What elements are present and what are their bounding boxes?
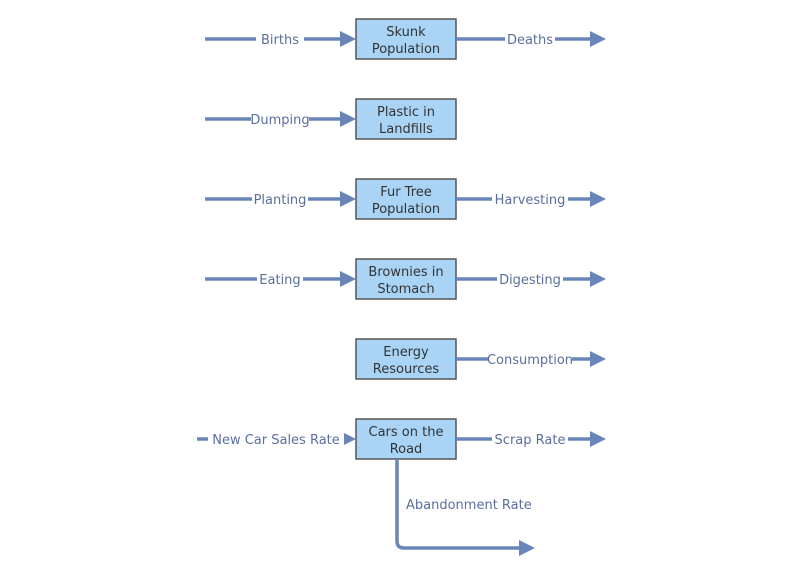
skunk-population-label-line2: Population [372,42,440,57]
skunk-population-label-line1: Skunk [386,25,426,40]
brownies-in-stomach-label-line1: Brownies in [368,265,443,280]
births-arrow-icon [340,31,356,47]
eating-arrow-icon [340,271,356,287]
row-plastic: Dumping Plastic in Landfills [205,98,457,140]
abandonment-arrow-icon [519,540,535,556]
dumping-label[interactable]: Dumping [250,113,309,128]
fur-tree-population-label-line2: Population [372,202,440,217]
abandonment-flow-line [395,459,521,550]
energy-resources-label-line1: Energy [383,345,429,360]
harvesting-label[interactable]: Harvesting [495,193,566,208]
energy-resources-stock[interactable] [355,338,457,380]
deaths-label[interactable]: Deaths [507,33,553,48]
row-brownies: Eating Brownies in Stomach Digesting [205,258,606,300]
new-car-sales-rate-label[interactable]: New Car Sales Rate [212,433,340,448]
plastic-in-landfills-label-line2: Landfills [379,122,433,137]
cars-on-the-road-stock[interactable] [355,418,457,460]
planting-label[interactable]: Planting [254,193,307,208]
plastic-in-landfills-stock[interactable] [355,98,457,140]
deaths-arrow-icon [590,31,606,47]
row-energy: Energy Resources Consumption [355,338,606,380]
dumping-arrow-icon [340,111,356,127]
row-fur-tree: Planting Fur Tree Population Harvesting [205,178,606,220]
row-skunk: Births Skunk Population Deaths [205,18,606,60]
consumption-arrow-icon [590,351,606,367]
scrap-rate-arrow-icon [590,431,606,447]
digesting-label[interactable]: Digesting [499,273,561,288]
plastic-in-landfills-label-line1: Plastic in [377,105,435,120]
planting-arrow-icon [340,191,356,207]
cars-on-the-road-label-line2: Road [390,442,423,457]
digesting-arrow-icon [590,271,606,287]
scrap-rate-label[interactable]: Scrap Rate [495,433,566,448]
brownies-in-stomach-label-line2: Stomach [377,282,434,297]
row-cars: New Car Sales Rate Cars on the Road Scra… [197,418,606,556]
eating-label[interactable]: Eating [259,273,300,288]
energy-resources-label-line2: Resources [373,362,440,377]
consumption-label[interactable]: Consumption [487,353,573,368]
fur-tree-population-label-line1: Fur Tree [380,185,432,200]
cars-on-the-road-label-line1: Cars on the [369,425,444,440]
abandonment-rate-label[interactable]: Abandonment Rate [406,498,532,513]
births-label[interactable]: Births [261,33,299,48]
harvesting-arrow-icon [590,191,606,207]
